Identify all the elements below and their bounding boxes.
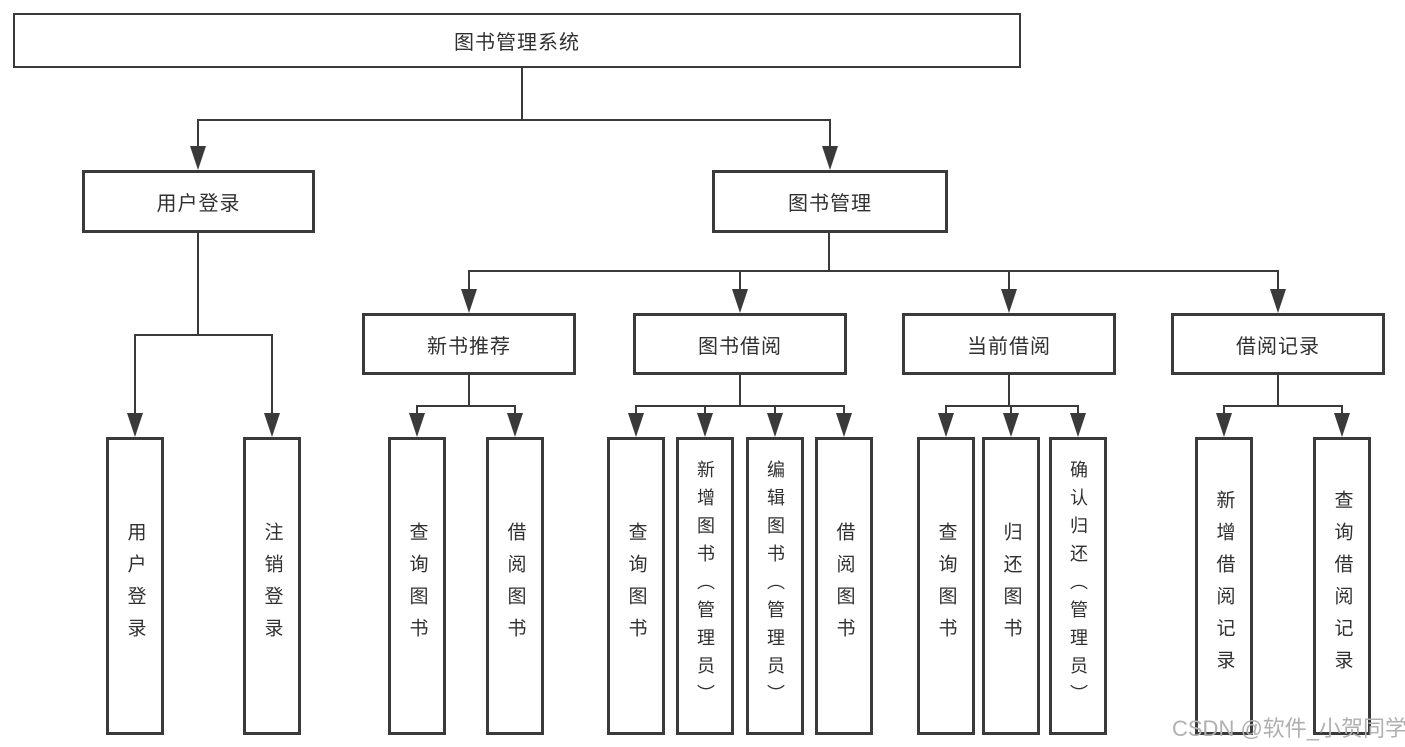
node-label: 查询图书 (406, 522, 428, 650)
node-user-login: 用户登录 (82, 170, 315, 233)
edge-line (1223, 405, 1225, 417)
arrowhead (127, 413, 143, 437)
node-label: 当前借阅 (967, 335, 1051, 358)
node-label: 编辑图书（管理员） (765, 460, 785, 712)
arrowhead (461, 289, 477, 313)
node-current-borrowing: 当前借阅 (902, 313, 1116, 375)
node-book-borrowing: 图书借阅 (633, 313, 847, 375)
edge-line (1077, 405, 1079, 417)
edge-line (521, 68, 523, 120)
edge-line (774, 405, 776, 417)
arrowhead (767, 413, 783, 437)
edge-line (1008, 270, 1010, 292)
leaf-add-books-admin: 新增图书（管理员） (676, 437, 734, 735)
leaf-add-borrow-record: 新增借阅记录 (1195, 437, 1253, 735)
edge-line (635, 405, 845, 407)
edge-line (945, 405, 947, 417)
edge-line (468, 270, 470, 292)
leaf-edit-books-admin: 编辑图书（管理员） (746, 437, 804, 735)
node-label: 借阅记录 (1236, 335, 1320, 358)
edge-line (468, 374, 470, 407)
leaf-logout: 注销登录 (243, 437, 301, 735)
edge-line (197, 119, 831, 121)
edge-line (739, 270, 741, 292)
leaf-query-borrow-record: 查询借阅记录 (1313, 437, 1371, 735)
edge-line (197, 231, 199, 336)
arrowhead (190, 146, 206, 170)
leaf-return-books: 归还图书 (982, 437, 1040, 735)
edge-line (829, 119, 831, 149)
edge-line (416, 405, 516, 407)
arrowhead (264, 413, 280, 437)
node-new-book-recommendation: 新书推荐 (362, 313, 576, 375)
edge-line (468, 270, 1279, 272)
edge-line (843, 405, 845, 417)
edge-line (828, 231, 830, 272)
node-label: 用户登录 (124, 522, 146, 650)
leaf-confirm-return-admin: 确认归还（管理员） (1049, 437, 1107, 735)
edge-line (514, 405, 516, 417)
node-label: 图书管理系统 (454, 32, 580, 54)
arrowhead (732, 289, 748, 313)
node-label: 借阅图书 (504, 522, 526, 650)
node-label: 查询图书 (625, 522, 647, 650)
edge-line (1010, 405, 1012, 417)
csdn-watermark: CSDN @软件_小贺同学 (1172, 716, 1405, 741)
node-library-management-system: 图书管理系统 (13, 13, 1021, 68)
edge-line (1223, 405, 1343, 407)
edge-line (1277, 270, 1279, 292)
node-label: 确认归还（管理员） (1068, 460, 1088, 712)
arrowhead (1270, 289, 1286, 313)
node-label: 查询图书 (935, 522, 957, 650)
edge-line (197, 119, 199, 149)
node-borrowing-records: 借阅记录 (1171, 313, 1385, 375)
node-label: 新书推荐 (427, 335, 511, 358)
arrowhead (1334, 413, 1350, 437)
edge-line (635, 405, 637, 417)
node-label: 图书管理 (788, 193, 872, 215)
edge-line (1341, 405, 1343, 417)
arrowhead (938, 413, 954, 437)
edge-line (134, 334, 136, 416)
edge-line (416, 405, 418, 417)
leaf-query-books-current: 查询图书 (917, 437, 975, 735)
arrowhead (1001, 289, 1017, 313)
edge-line (945, 405, 1079, 407)
edge-line (271, 334, 273, 416)
edge-line (739, 374, 741, 407)
edge-line (134, 334, 273, 336)
arrowhead (409, 413, 425, 437)
leaf-borrow-books-recommend: 借阅图书 (486, 437, 544, 735)
leaf-borrow-books-borrowing: 借阅图书 (815, 437, 873, 735)
arrowhead (1070, 413, 1086, 437)
arrowhead (697, 413, 713, 437)
arrowhead (836, 413, 852, 437)
node-label: 查询借阅记录 (1331, 490, 1353, 682)
leaf-user-login: 用户登录 (106, 437, 164, 735)
arrowhead (822, 146, 838, 170)
leaf-query-books-recommend: 查询图书 (388, 437, 446, 735)
node-label: 借阅图书 (833, 522, 855, 650)
node-book-management: 图书管理 (712, 170, 948, 233)
node-label: 新增借阅记录 (1213, 490, 1235, 682)
node-label: 归还图书 (1000, 522, 1022, 650)
node-label: 注销登录 (261, 522, 283, 650)
node-label: 图书借阅 (698, 335, 782, 358)
arrowhead (1216, 413, 1232, 437)
edge-line (704, 405, 706, 417)
edge-line (1008, 374, 1010, 407)
arrowhead (628, 413, 644, 437)
node-label: 用户登录 (156, 193, 241, 215)
edge-line (1277, 374, 1279, 407)
leaf-query-books-borrowing: 查询图书 (607, 437, 665, 735)
arrowhead (507, 413, 523, 437)
arrowhead (1003, 413, 1019, 437)
node-label: 新增图书（管理员） (695, 460, 715, 712)
